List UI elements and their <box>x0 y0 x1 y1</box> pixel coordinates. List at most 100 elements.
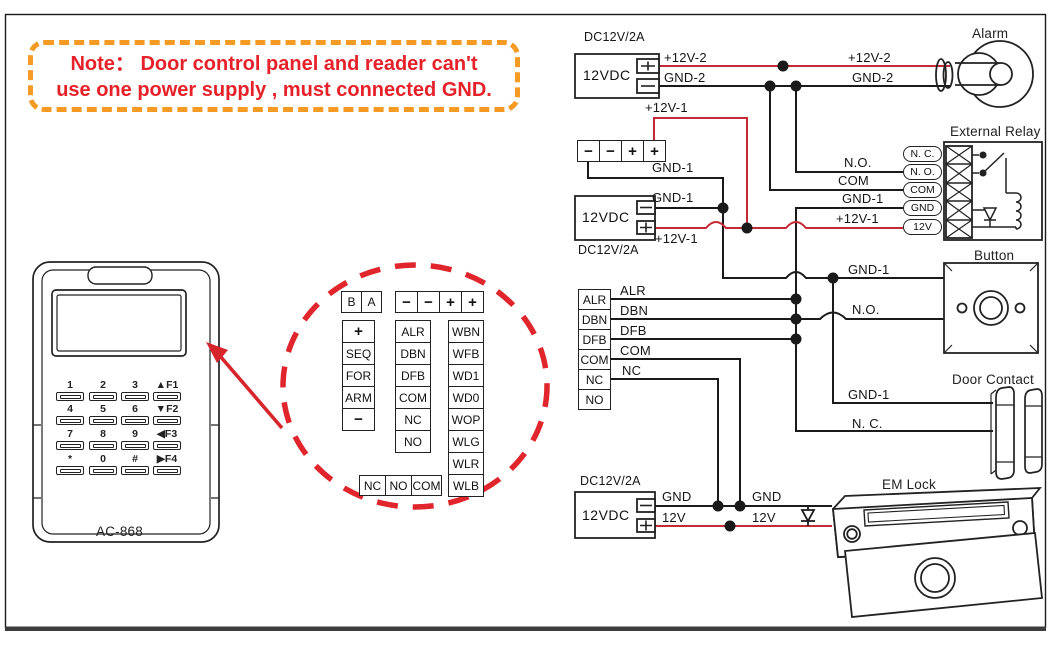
wiegand-cell-wd1: WD1 <box>448 364 484 387</box>
label-door-contact: Door Contact <box>952 372 1034 387</box>
label-nc-wire: NC <box>622 363 642 378</box>
wire-reader-12v1 <box>653 117 748 228</box>
key-f4: ▶F4 <box>156 453 178 465</box>
key-bar <box>56 466 84 475</box>
io-cell-no: NO <box>395 430 431 453</box>
power-cell-1: − <box>395 291 418 313</box>
label-button: Button <box>974 248 1015 263</box>
wire-gnd-1-main <box>587 162 833 279</box>
reader-power-cell-3: + <box>621 140 644 162</box>
diode-em-lock <box>800 506 816 526</box>
key-6: 6 <box>132 403 138 415</box>
ground-and-signal-wires <box>587 85 993 507</box>
io-cell-nc: NC <box>395 408 431 431</box>
key-5: 5 <box>100 403 106 415</box>
wire-com-down <box>611 358 741 506</box>
wiegand-cell-wbn: WBN <box>448 320 484 343</box>
relayrow-cell-com: COM <box>411 475 442 496</box>
key-bar <box>89 416 117 425</box>
wiegand-cell-wlg: WLG <box>448 430 484 453</box>
door-contact-sensor <box>990 386 1043 480</box>
key-bar <box>89 466 117 475</box>
key-bar <box>153 392 181 401</box>
ac868-keypad-device <box>32 261 220 543</box>
io-cell-dfb: DFB <box>395 364 431 387</box>
wiegand-cell-wlr: WLR <box>448 452 484 475</box>
key-star: * <box>67 453 73 465</box>
power-cell-4: + <box>461 291 484 313</box>
label-com-wire: COM <box>620 343 651 358</box>
label-gnd1-button: GND-1 <box>848 262 890 277</box>
psu3-name: 12VDC <box>582 507 630 523</box>
label-12v1-reader: +12V-1 <box>645 100 688 115</box>
relay-terminal-nc: N. C. <box>903 146 942 162</box>
func-cell-seq: SEQ <box>342 342 375 365</box>
key-2: 2 <box>100 379 106 391</box>
ba-cell-b: B <box>341 291 362 313</box>
key-8: 8 <box>100 428 106 440</box>
wiegand-cell-wlb: WLB <box>448 474 484 497</box>
panel-terminal-dbn: DBN <box>578 309 611 330</box>
reader-power-cell-2: − <box>599 140 622 162</box>
key-bar <box>89 441 117 450</box>
label-external-relay: External Relay <box>950 124 1041 139</box>
ba-cell-a: A <box>361 291 382 313</box>
page-border <box>4 13 1047 631</box>
junction-dots <box>712 60 839 532</box>
label-nc-door: N. C. <box>852 416 883 431</box>
key-3: 3 <box>132 379 138 391</box>
key-bar <box>56 392 84 401</box>
psu2-box <box>574 195 656 241</box>
note-box: Note： Door control panel and reader can'… <box>28 40 520 112</box>
key-f1: ▲F1 <box>155 379 179 391</box>
io-cell-dbn: DBN <box>395 342 431 365</box>
label-device-model: AC-868 <box>96 524 143 539</box>
key-bar <box>89 392 117 401</box>
panel-terminal-dfb: DFB <box>578 329 611 350</box>
psu1-name: 12VDC <box>583 67 631 83</box>
label-gnd-right: GND <box>752 489 782 504</box>
key-bar <box>121 416 149 425</box>
label-12v1-relay: +12V-1 <box>836 211 879 226</box>
key-9: 9 <box>132 428 138 440</box>
em-lock <box>832 487 1043 618</box>
label-gnd2-right: GND-2 <box>852 70 894 85</box>
key-bar <box>153 416 181 425</box>
label-em-lock: EM Lock <box>882 477 936 492</box>
power-wires <box>653 65 950 527</box>
label-12v2-right: +12V-2 <box>848 50 891 65</box>
wiegand-cell-wop: WOP <box>448 408 484 431</box>
key-7: 7 <box>67 428 73 440</box>
panel-terminal-com: COM <box>578 349 611 370</box>
wire-nc-down <box>611 378 719 506</box>
label-12v2-left: +12V-2 <box>664 50 707 65</box>
key-f3: ◀F3 <box>156 428 178 440</box>
key-bar <box>121 441 149 450</box>
relay-internals <box>972 151 1022 230</box>
power-cell-3: + <box>439 291 462 313</box>
key-hash: # <box>132 453 138 465</box>
key-1: 1 <box>67 379 73 391</box>
func-cell-plus: + <box>342 320 375 343</box>
label-gnd1-door: GND-1 <box>848 387 890 402</box>
relay-terminal-gnd: GND <box>903 200 942 216</box>
key-0: 0 <box>100 453 106 465</box>
wiegand-cell-wd0: WD0 <box>448 386 484 409</box>
label-gnd2-left: GND-2 <box>664 70 706 85</box>
alarm-sounder <box>935 40 1034 108</box>
note-line-1: Note： Door control panel and reader can'… <box>70 53 478 75</box>
key-4: 4 <box>67 403 73 415</box>
label-12v1-psu2: +12V-1 <box>655 231 698 246</box>
label-12v-left: 12V <box>662 510 686 525</box>
wire-dbn-to-button <box>611 311 944 320</box>
label-dfb-wire: DFB <box>620 323 647 338</box>
key-bar <box>153 466 181 475</box>
relay-terminal-com: COM <box>903 182 942 198</box>
key-bar <box>56 416 84 425</box>
label-alarm: Alarm <box>972 26 1009 41</box>
wire-12v-1 <box>655 221 903 229</box>
label-gnd-left: GND <box>662 489 692 504</box>
psu3-type-label: DC12V/2A <box>580 474 641 488</box>
